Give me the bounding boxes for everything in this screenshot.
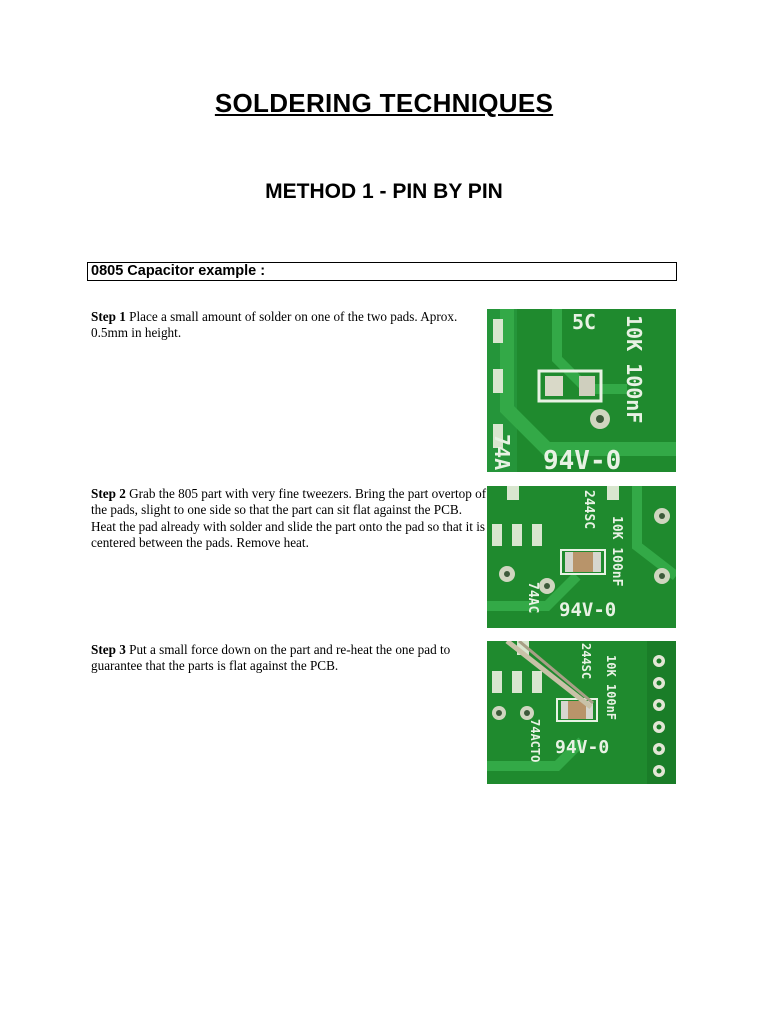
pcb-marking-3a: 244SC — [579, 643, 593, 679]
step-3-photo: 244SC 10K 100nF 74ACTO 94V-0 — [487, 641, 676, 784]
pcb-marking-1c: 74A — [490, 434, 514, 470]
pcb-photo-2: 244SC 10K 100nF 74AC 94V-0 — [487, 486, 676, 628]
pcb-marking-2b: 10K 100nF — [609, 516, 624, 587]
step-1-label: Step 1 — [91, 309, 126, 324]
pcb-photo-3: 244SC 10K 100nF 74ACTO 94V-0 — [487, 641, 676, 784]
step-1: Step 1 Place a small amount of solder on… — [91, 309, 487, 342]
step-3: Step 3 Put a small force down on the par… — [91, 642, 487, 675]
step-2-label: Step 2 — [91, 486, 126, 501]
step-3-text: Put a small force down on the part and r… — [91, 642, 451, 674]
pcb-marking-3d: 94V-0 — [555, 737, 609, 758]
step-2: Step 2 Grab the 805 part with very fine … — [91, 486, 487, 552]
step-3-label: Step 3 — [91, 642, 126, 657]
section-heading: 0805 Capacitor example : — [91, 263, 266, 279]
section-heading-box: 0805 Capacitor example : — [87, 262, 677, 281]
pcb-marking-1a: 5C — [572, 310, 596, 334]
pcb-marking-1d: 94V-0 — [543, 446, 621, 472]
step-2-photo: 244SC 10K 100nF 74AC 94V-0 — [487, 486, 676, 628]
pcb-marking-2d: 94V-0 — [559, 599, 616, 621]
step-1-photo: 5C 10K 100nF 74A 94V-0 — [487, 309, 676, 472]
step-1-text: Place a small amount of solder on one of… — [91, 309, 458, 341]
pcb-marking-2c: 74AC — [525, 582, 540, 613]
page-title: SOLDERING TECHNIQUES — [214, 88, 554, 118]
pcb-marking-2a: 244SC — [581, 490, 596, 529]
method-heading: METHOD 1 - PIN BY PIN — [265, 180, 503, 203]
pcb-photo-1: 5C 10K 100nF 74A 94V-0 — [487, 309, 676, 472]
step-2-text: Grab the 805 part with very fine tweezer… — [91, 486, 487, 551]
pcb-marking-3c: 74ACTO — [528, 719, 542, 762]
pcb-marking-1b: 10K 100nF — [622, 315, 646, 423]
pcb-marking-3b: 10K 100nF — [604, 655, 618, 720]
